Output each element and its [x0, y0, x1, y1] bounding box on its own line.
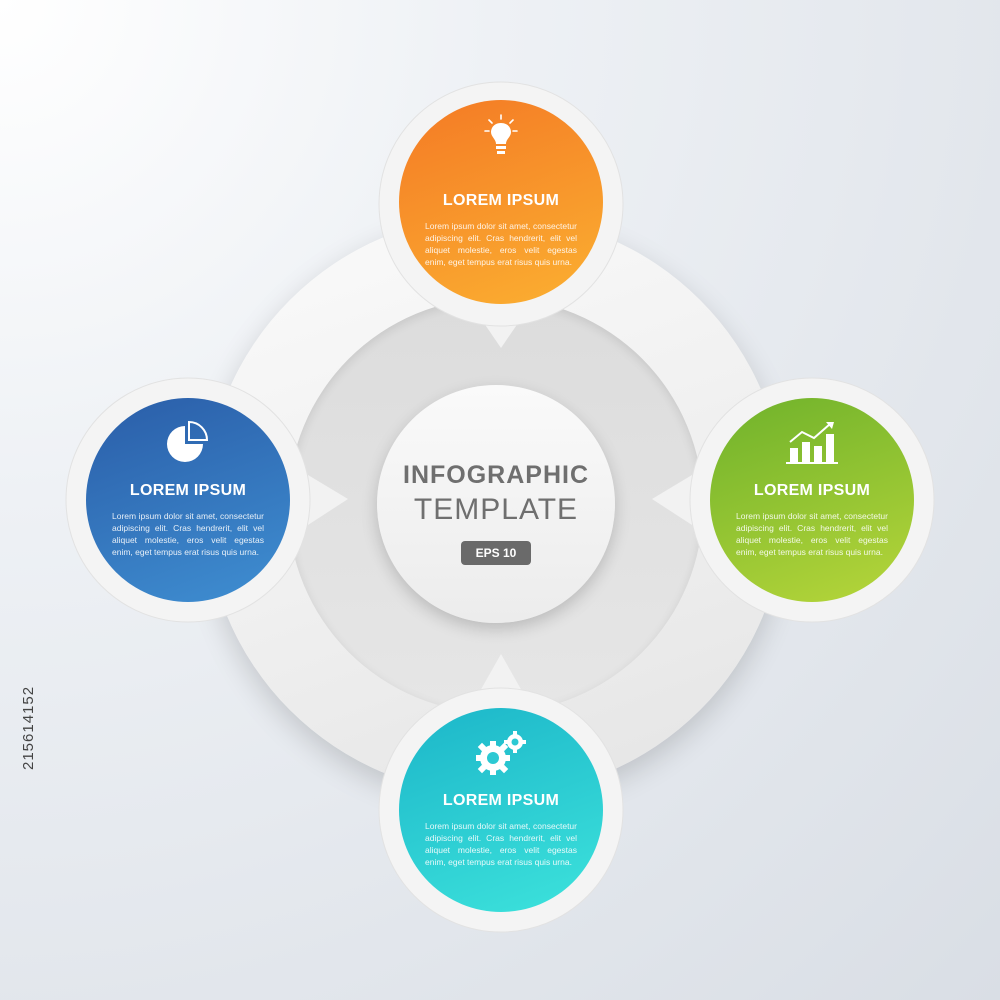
- step-description: Lorem ipsum dolor sit amet, consectetur …: [425, 221, 577, 267]
- step-title: LOREM IPSUM: [129, 482, 247, 499]
- center-title-line1: INFOGRAPHIC: [403, 461, 589, 489]
- step-bubble-left: LOREM IPSUM Lorem ipsum dolor sit amet, …: [62, 375, 352, 625]
- center-disc: INFOGRAPHIC TEMPLATE EPS 10: [377, 385, 615, 623]
- pie-chart-icon: [165, 420, 211, 471]
- step-bubble-bottom: LOREM IPSUM Lorem ipsum dolor sit amet, …: [375, 650, 627, 936]
- step-title: LOREM IPSUM: [442, 792, 560, 809]
- step-description: Lorem ipsum dolor sit amet, consectetur …: [736, 511, 888, 557]
- step-bubble-right: LOREM IPSUM Lorem ipsum dolor sit amet, …: [648, 375, 938, 625]
- step-circle: LOREM IPSUM Lorem ipsum dolor sit amet, …: [399, 100, 603, 304]
- bar-chart-icon: [786, 420, 838, 469]
- watermark-id: 215614152: [20, 685, 37, 770]
- step-circle: LOREM IPSUM Lorem ipsum dolor sit amet, …: [86, 398, 290, 602]
- center-title-line2: TEMPLATE: [413, 493, 579, 526]
- lightbulb-icon: [483, 114, 519, 163]
- step-bubble-top: LOREM IPSUM Lorem ipsum dolor sit amet, …: [375, 78, 627, 350]
- gears-icon: [473, 730, 529, 781]
- step-title: LOREM IPSUM: [753, 482, 871, 499]
- step-description: Lorem ipsum dolor sit amet, consectetur …: [112, 511, 264, 557]
- step-circle: LOREM IPSUM Lorem ipsum dolor sit amet, …: [710, 398, 914, 602]
- eps-badge: EPS 10: [461, 541, 531, 565]
- step-description: Lorem ipsum dolor sit amet, consectetur …: [425, 821, 577, 867]
- step-title: LOREM IPSUM: [442, 192, 560, 209]
- step-circle: LOREM IPSUM Lorem ipsum dolor sit amet, …: [399, 708, 603, 912]
